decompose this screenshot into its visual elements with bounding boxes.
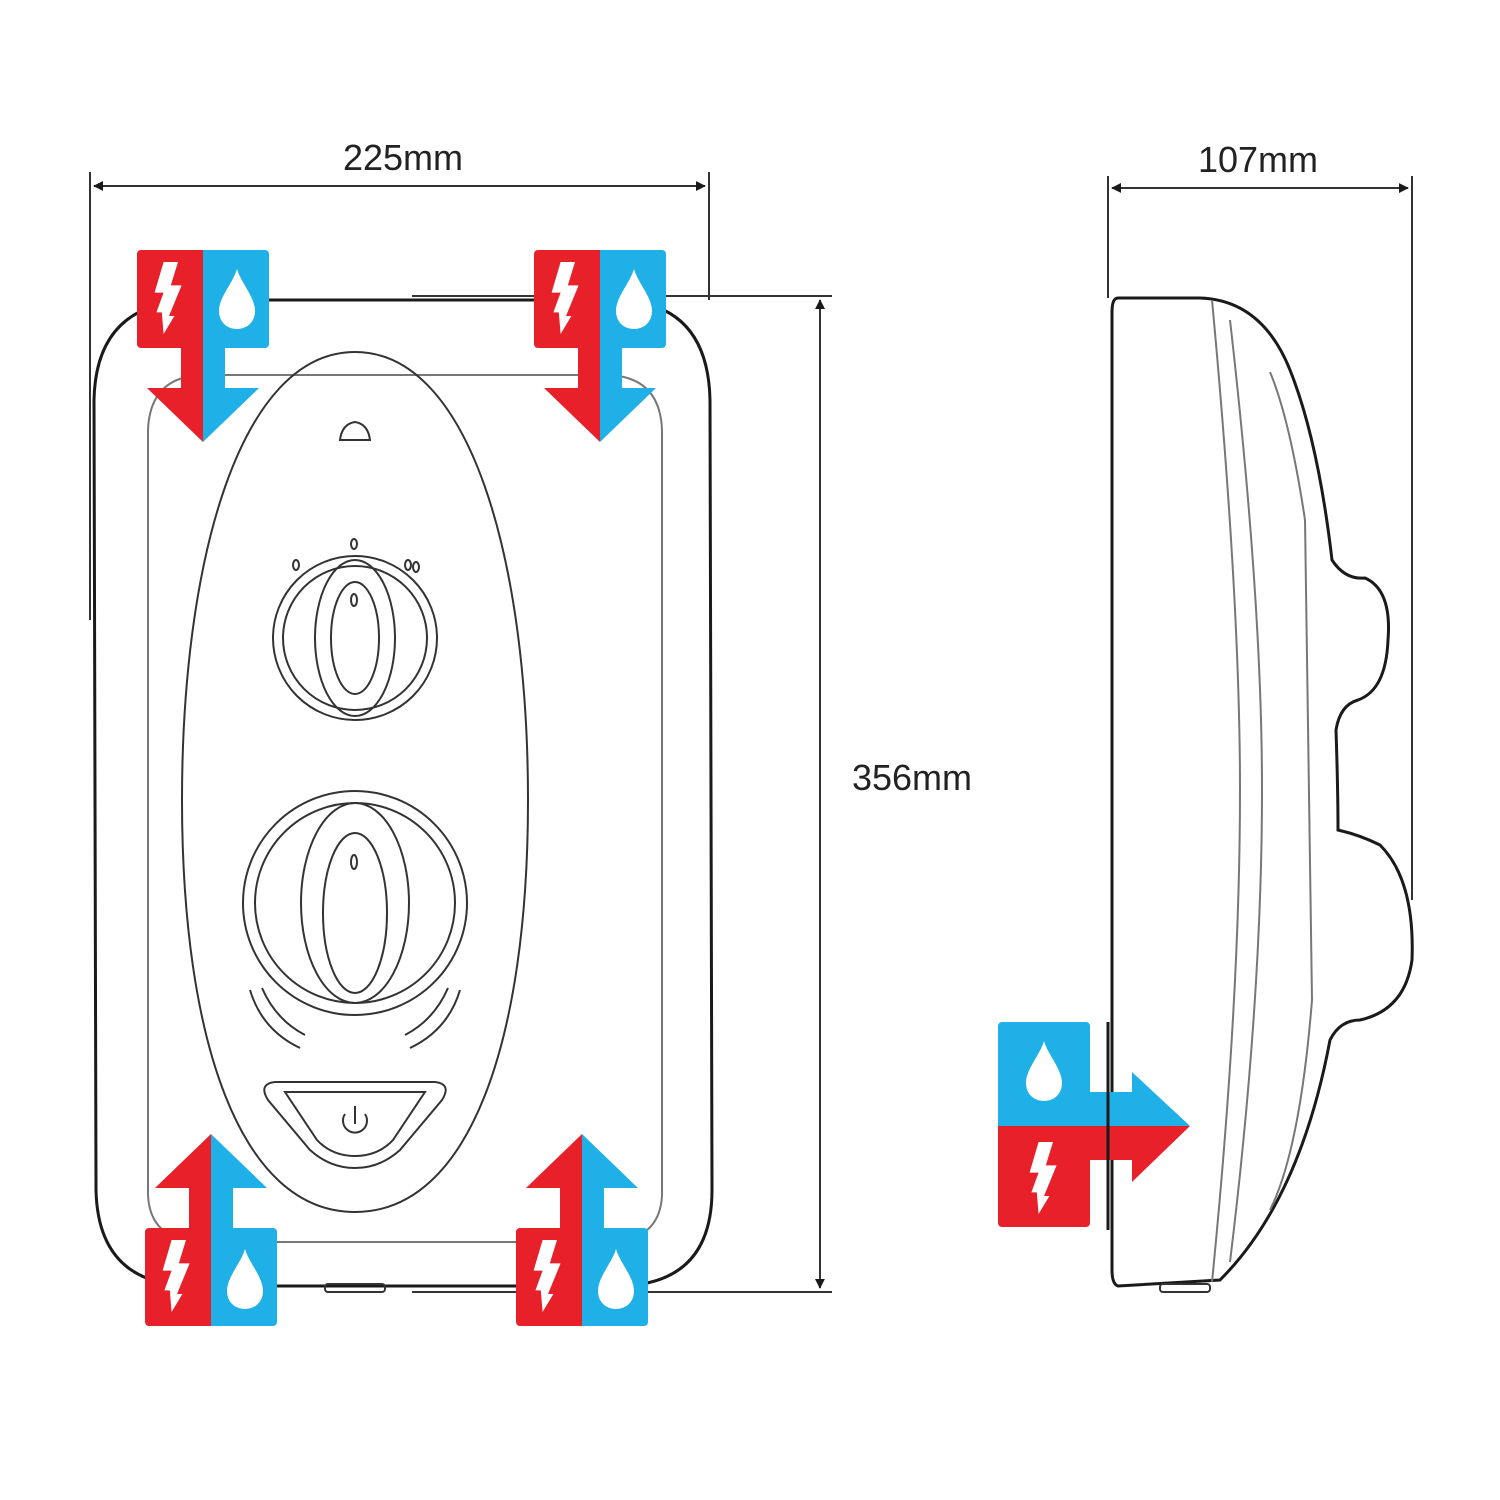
power-button[interactable]: [263, 1081, 447, 1170]
warm-mark-icon: [350, 538, 358, 550]
depth-dimension: 107mm: [1107, 139, 1413, 900]
front-housing-outline: [92, 298, 714, 1288]
cold-mark-icon: [292, 559, 300, 571]
hot-mark-icon: [404, 559, 412, 571]
bottom-outlet: [324, 1283, 386, 1293]
front-view: [92, 298, 714, 1293]
supply-entry-top-right: [534, 250, 666, 442]
supply-entry-rear: [998, 1022, 1190, 1230]
side-housing-outline: [1110, 296, 1414, 1288]
height-label: 356mm: [852, 757, 972, 798]
control-faceplate: [180, 350, 530, 1214]
temperature-knob[interactable]: [272, 538, 438, 721]
side-view: [1110, 296, 1414, 1293]
depth-label: 107mm: [1198, 139, 1318, 180]
supply-entry-top-left: [137, 250, 269, 442]
front-inner-panel: [147, 374, 663, 1243]
power-selector-knob[interactable]: [242, 790, 468, 1049]
width-dimension: 225mm: [89, 137, 710, 620]
width-label: 225mm: [343, 137, 463, 178]
indicator-light: [338, 420, 372, 441]
height-dimension: 356mm: [412, 295, 972, 1293]
power-icon: [342, 1106, 368, 1134]
